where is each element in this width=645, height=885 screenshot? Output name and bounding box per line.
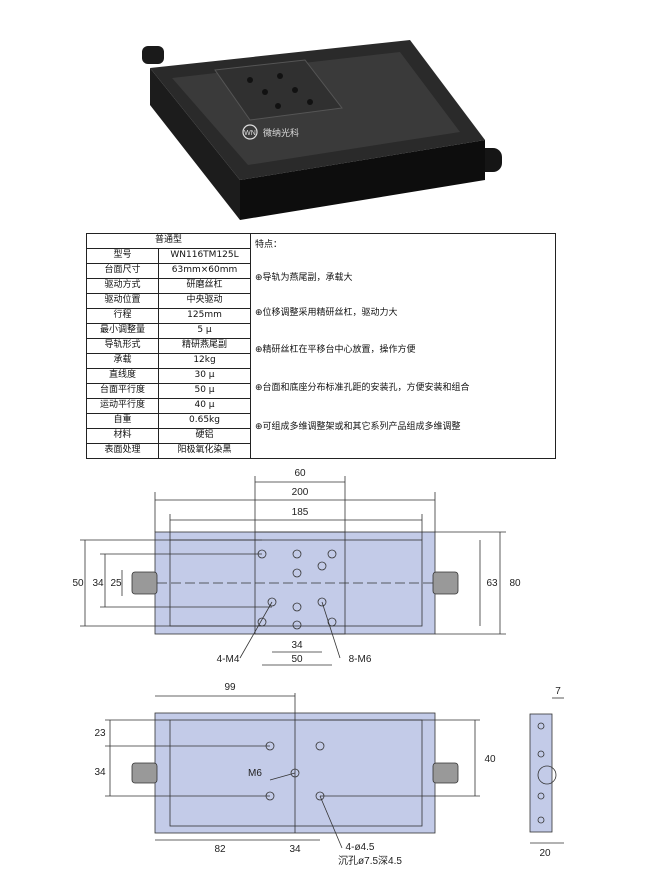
dim-34b: 34: [291, 640, 303, 651]
front-side-drawing: 99 23 34 40 82 34 M6 4-ø4.5 沉孔ø7.5深4.5 7…: [94, 682, 564, 867]
table-row: 表面处理阳极氧化染黑: [86, 442, 556, 460]
spec-label: 最小调整量: [86, 322, 159, 339]
dim-23: 23: [94, 728, 106, 739]
dim-63: 63: [486, 578, 498, 589]
table-row: 材料硬铝: [86, 427, 556, 444]
spec-value: 5 μ: [157, 322, 252, 339]
table-row: 驱动位置中央驱动: [86, 292, 556, 309]
feature-item: ⊕位移调整采用精研丝杠，驱动力大: [255, 308, 398, 318]
svg-text:微纳光科: 微纳光科: [263, 127, 299, 138]
spec-label: 导轨形式: [86, 337, 159, 354]
table-header: 普通型: [85, 233, 252, 249]
spec-value: WN116TM125L: [157, 247, 252, 264]
feature-item: ⊕台面和底座分布标准孔距的安装孔，方便安装和组合: [255, 383, 470, 393]
spec-value: 研磨丝杠: [157, 277, 252, 294]
product-photo: WN 微纳光科: [142, 40, 502, 220]
spec-label: 直线度: [86, 367, 159, 384]
dim-50b: 50: [291, 654, 303, 665]
features-title: 特点：: [255, 240, 283, 250]
dim-34b: 34: [289, 844, 301, 855]
brand-logo: WN 微纳光科: [242, 124, 299, 140]
spec-label: 驱动方式: [86, 277, 159, 294]
spec-value: 125mm: [157, 307, 252, 324]
label-m6: M6: [248, 768, 262, 779]
dim-50: 50: [72, 578, 84, 589]
spec-value: 阳极氧化染黑: [157, 442, 252, 460]
spec-value: 硬铝: [157, 427, 252, 444]
dim-99: 99: [224, 682, 236, 693]
dim-34: 34: [92, 578, 104, 589]
feature-item: ⊕可组成多维调整架或和其它系列产品组成多维调整: [255, 422, 461, 432]
dim-7: 7: [555, 686, 561, 697]
top-view-drawing: 60 200 185 50 34 25 80 63 34 50 4-M4 8-M…: [72, 468, 521, 666]
spec-label: 型号: [86, 247, 159, 264]
dim-60: 60: [294, 468, 306, 479]
dim-20: 20: [539, 848, 551, 859]
label-4m4: 4-M4: [217, 654, 240, 665]
features-cell: 特点： ⊕导轨为燕尾副，承载大 ⊕位移调整采用精研丝杠，驱动力大 ⊕精研丝杠在平…: [250, 233, 556, 459]
table-row: 导轨形式精研燕尾副: [86, 337, 556, 354]
dim-82: 82: [214, 844, 226, 855]
spec-value: 12kg: [157, 352, 252, 369]
spec-label: 材料: [86, 427, 159, 444]
spec-label: 表面处理: [86, 442, 159, 460]
svg-text:WN: WN: [244, 130, 256, 137]
table-row: 驱动方式研磨丝杠: [86, 277, 556, 294]
spec-value: 精研燕尾副: [157, 337, 252, 354]
spec-label: 行程: [86, 307, 159, 324]
feature-item: ⊕导轨为燕尾副，承载大: [255, 273, 353, 283]
spec-label: 承载: [86, 352, 159, 369]
dim-80: 80: [509, 578, 521, 589]
dim-25: 25: [110, 578, 122, 589]
feature-item: ⊕精研丝杠在平移台中心放置，操作方便: [255, 345, 416, 355]
spec-value: 0.65kg: [157, 412, 252, 429]
spec-label: 台面尺寸: [86, 262, 159, 279]
spec-value: 中央驱动: [157, 292, 252, 309]
spec-label: 台面平行度: [86, 382, 159, 399]
dim-34: 34: [94, 767, 106, 778]
spec-value: 40 μ: [157, 397, 252, 414]
spec-value: 63mm×60mm: [157, 262, 252, 279]
dim-40: 40: [484, 754, 496, 765]
spec-label: 自重: [86, 412, 159, 429]
spec-value: 30 μ: [157, 367, 252, 384]
label-hole: 4-ø4.5: [346, 842, 375, 853]
dim-185: 185: [292, 507, 309, 518]
spec-label: 驱动位置: [86, 292, 159, 309]
label-8m6: 8-M6: [349, 654, 372, 665]
spec-value: 50 μ: [157, 382, 252, 399]
spec-table: 普通型 特点： ⊕导轨为燕尾副，承载大 ⊕位移调整采用精研丝杠，驱动力大 ⊕精研…: [85, 233, 556, 460]
spec-label: 运动平行度: [86, 397, 159, 414]
label-counterbore: 沉孔ø7.5深4.5: [338, 854, 402, 867]
dim-200: 200: [292, 487, 309, 498]
